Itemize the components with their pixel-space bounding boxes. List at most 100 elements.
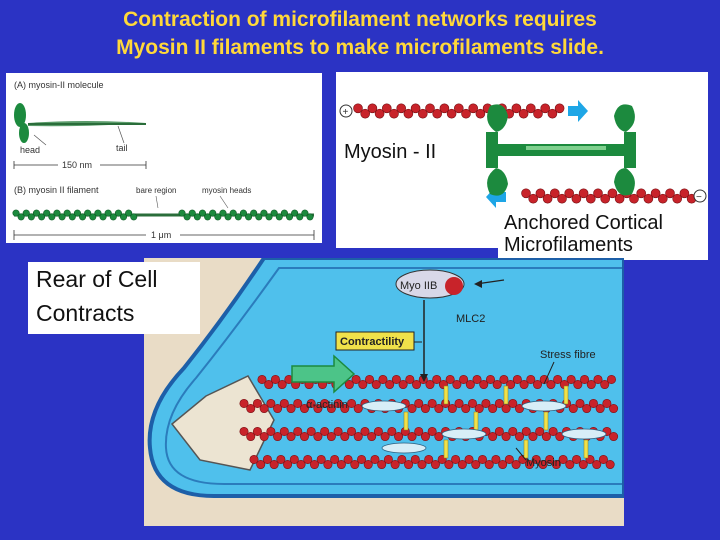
bead xyxy=(508,398,518,408)
bead xyxy=(249,454,259,464)
bead xyxy=(454,398,464,408)
bead xyxy=(63,209,71,217)
myosin-bundle xyxy=(381,442,427,454)
slide-title: Contraction of microfilament networks re… xyxy=(0,6,720,62)
bead xyxy=(432,108,442,119)
bead xyxy=(586,380,596,390)
bead xyxy=(296,460,306,470)
bead xyxy=(531,454,541,464)
title-line-1: Contraction of microfilament networks re… xyxy=(123,8,597,31)
actinin-crosslink xyxy=(403,411,409,431)
myosin-structure-figure: (A) myosin-II molecule head tail 150 nm … xyxy=(12,80,315,240)
actinin-crosslink xyxy=(523,439,529,459)
bead xyxy=(445,374,455,384)
bead xyxy=(387,426,397,436)
bead xyxy=(547,108,558,119)
bead xyxy=(363,460,373,470)
bead xyxy=(545,454,555,464)
bead xyxy=(390,460,400,470)
bead xyxy=(293,398,303,408)
bead xyxy=(501,432,511,442)
myosin-bundle xyxy=(441,428,487,440)
actin-filament-top xyxy=(353,103,565,119)
bead xyxy=(512,374,522,384)
bead xyxy=(568,404,578,414)
cell-contraction-figure: Myo IIB MLC2 Contractility Stress fibre … xyxy=(147,256,626,498)
bead xyxy=(565,460,575,470)
right-arrow-icon xyxy=(568,100,588,122)
bead xyxy=(609,404,619,414)
bead xyxy=(320,398,330,408)
bead xyxy=(679,188,690,199)
bead xyxy=(109,213,117,221)
bead xyxy=(398,380,408,390)
bead xyxy=(564,188,574,199)
anchored-microfilaments-label: Anchored Cortical Microfilaments xyxy=(498,210,708,260)
bead xyxy=(104,209,112,217)
bead xyxy=(380,432,390,442)
bead xyxy=(454,103,464,114)
rear-line-2: Contracts xyxy=(36,300,135,326)
bead xyxy=(434,432,444,442)
bead xyxy=(269,460,279,470)
bead xyxy=(224,213,232,221)
bead xyxy=(474,404,484,414)
bead xyxy=(280,209,288,217)
myosin-structure-panel: (A) myosin-II molecule head tail 150 nm … xyxy=(6,73,322,243)
bead xyxy=(665,188,675,199)
bead xyxy=(293,426,303,436)
actinin-crosslink xyxy=(583,439,589,459)
alpha-actinin-label: α-actinin xyxy=(306,399,348,411)
bead xyxy=(323,460,333,470)
rear-line-1: Rear of Cell xyxy=(36,266,158,292)
bead xyxy=(256,460,266,470)
tail-label: tail xyxy=(116,143,128,153)
bead xyxy=(389,108,399,119)
bead xyxy=(333,398,343,408)
bead xyxy=(410,103,421,114)
bead xyxy=(347,426,357,436)
bead xyxy=(582,404,592,414)
myosin-label: Myosin xyxy=(526,457,561,469)
bead xyxy=(73,209,81,217)
bead xyxy=(286,404,296,414)
bead xyxy=(336,460,346,470)
bead xyxy=(588,398,598,408)
actinin-crosslink xyxy=(443,439,449,459)
bead xyxy=(657,193,668,204)
bead xyxy=(528,432,538,442)
bead xyxy=(313,432,323,442)
molecule-caption: (A) myosin-II molecule xyxy=(14,80,104,90)
bead xyxy=(672,193,683,204)
bead xyxy=(425,103,435,114)
bead xyxy=(114,209,122,217)
bead xyxy=(614,193,625,204)
bead xyxy=(525,460,535,470)
bead xyxy=(316,454,326,464)
bead xyxy=(481,398,491,408)
bead xyxy=(404,460,414,470)
bead xyxy=(494,398,504,408)
bead xyxy=(266,426,276,436)
bead xyxy=(459,374,469,384)
bead xyxy=(427,426,437,436)
length-1um: 1 μm xyxy=(151,230,171,240)
bead xyxy=(58,213,66,221)
head-label: head xyxy=(20,145,40,155)
bead xyxy=(515,432,525,442)
bead xyxy=(84,209,92,217)
actin-filament-bottom xyxy=(521,188,697,204)
bead xyxy=(414,426,424,436)
bead xyxy=(262,454,272,464)
bead xyxy=(506,380,516,390)
bead xyxy=(457,460,467,470)
bead xyxy=(575,398,585,408)
bead xyxy=(578,460,588,470)
bead xyxy=(444,460,454,470)
bead xyxy=(259,404,269,414)
bead xyxy=(405,374,415,384)
bead xyxy=(120,213,128,221)
bead xyxy=(412,380,422,390)
bead xyxy=(340,432,350,442)
bead xyxy=(94,209,102,217)
